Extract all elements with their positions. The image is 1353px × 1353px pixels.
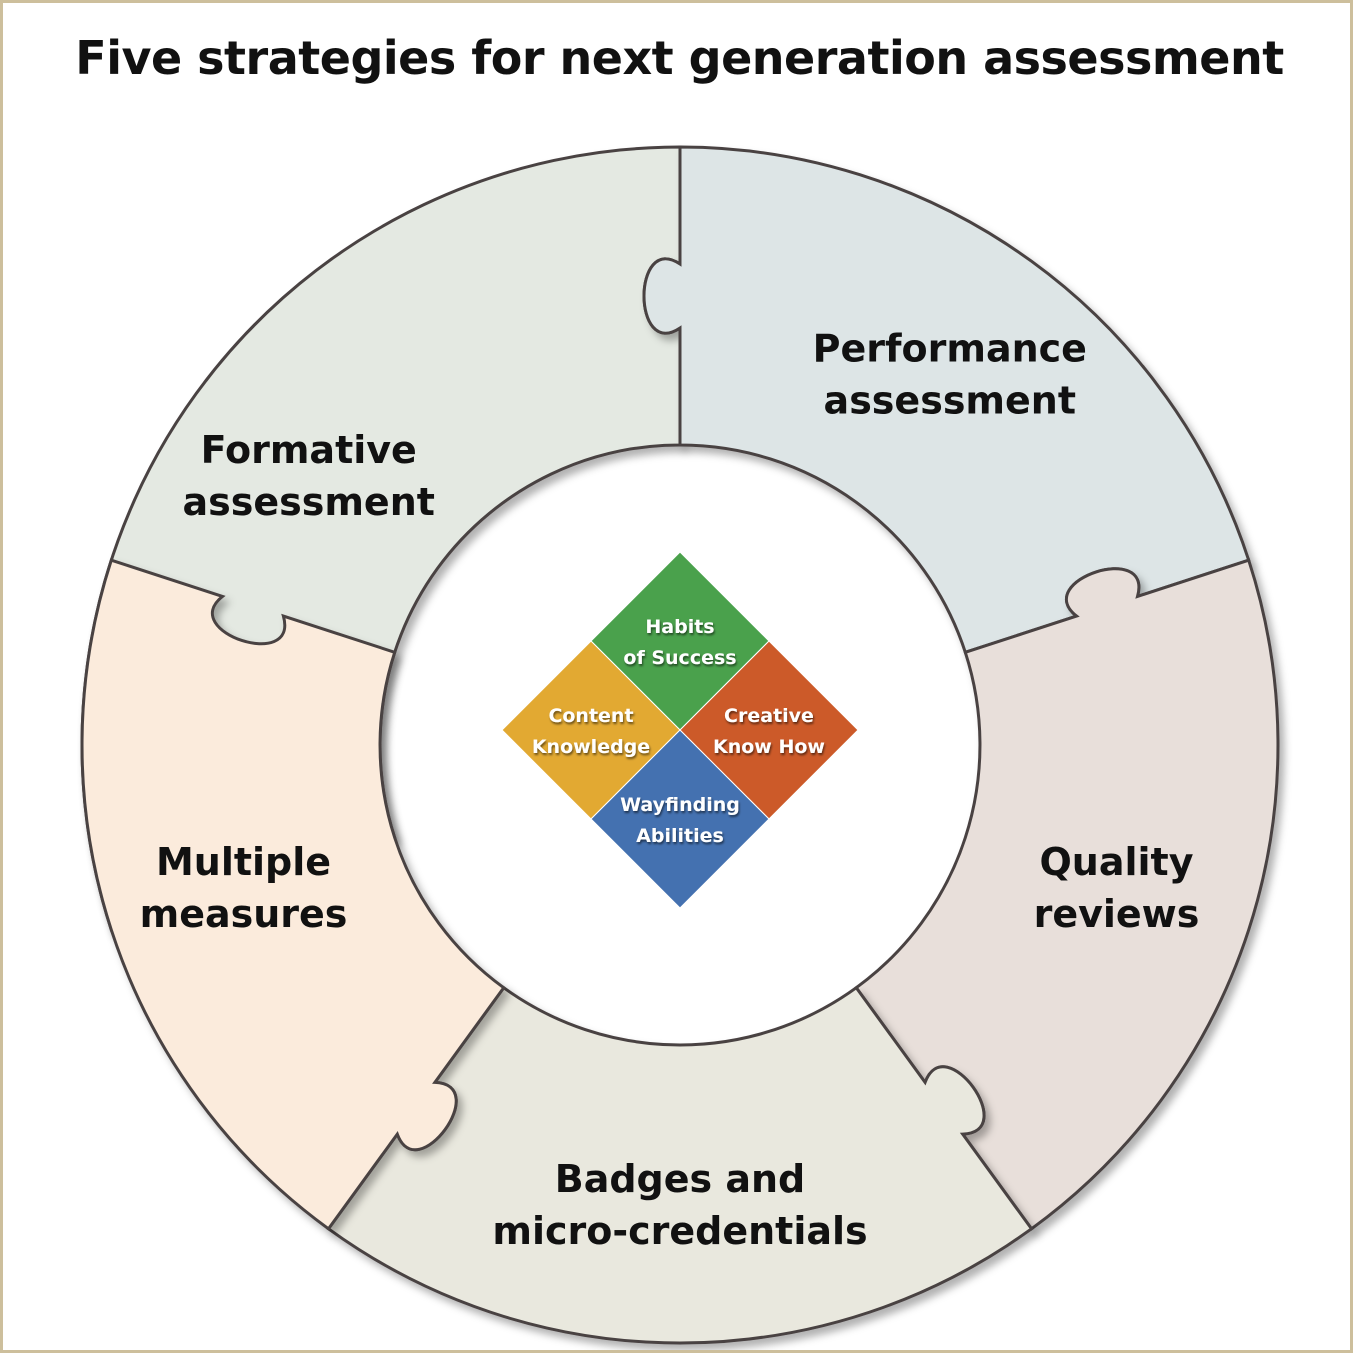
strategy-puzzle-diagram: Formative assessment Performance assessment… (80, 145, 1280, 1345)
puzzle-piece-performance (642, 145, 1251, 655)
center-tile-label-line: of Success (623, 647, 736, 669)
puzzle-piece-label-line: Multiple (156, 840, 331, 884)
center-tile-label-line: Content (548, 705, 633, 727)
puzzle-piece-label-multiple: Multiple measures (140, 840, 348, 936)
puzzle-piece-label-line: reviews (1034, 892, 1200, 936)
puzzle-piece-label-line: Badges and (555, 1157, 806, 1201)
diagram-title: Five strategies for next generation asse… (75, 31, 1284, 85)
center-tile-wayfinding (590, 729, 770, 909)
puzzle-piece-quality (854, 558, 1280, 1231)
puzzle-piece-multiple (80, 558, 506, 1231)
puzzle-piece-label-line: Quality (1040, 840, 1194, 884)
center-tile-label-line: Wayfinding (620, 794, 740, 816)
puzzle-piece-label-line: assessment (182, 480, 434, 524)
puzzle-piece-label-performance: Performance assessment (813, 327, 1087, 423)
puzzle-piece-label-line: assessment (824, 379, 1076, 423)
puzzle-piece-label-line: micro-credentials (492, 1209, 867, 1253)
puzzle-piece-label-formative: Formative assessment (182, 428, 434, 524)
puzzle-piece-label-line: Performance (813, 327, 1087, 371)
puzzle-piece-badges (326, 985, 1034, 1345)
puzzle-ring: Formative assessment Performance assessment… (80, 145, 1280, 1345)
puzzle-piece-label-line: Formative (201, 428, 417, 472)
puzzle-piece-label-quality: Quality reviews (1034, 840, 1200, 936)
center-tile-label-line: Habits (645, 616, 714, 638)
puzzle-piece-label-badges: Badges and micro-credentials (492, 1157, 867, 1253)
center-tile-label-line: Creative (724, 705, 814, 727)
center-tile-label-habits: Habits of Success (623, 616, 736, 669)
center-tile-label-line: Abilities (636, 825, 724, 847)
center-tile-label-line: Know How (713, 736, 825, 758)
puzzle-piece-label-line: measures (140, 892, 348, 936)
center-tile-label-line: Knowledge (532, 736, 650, 758)
